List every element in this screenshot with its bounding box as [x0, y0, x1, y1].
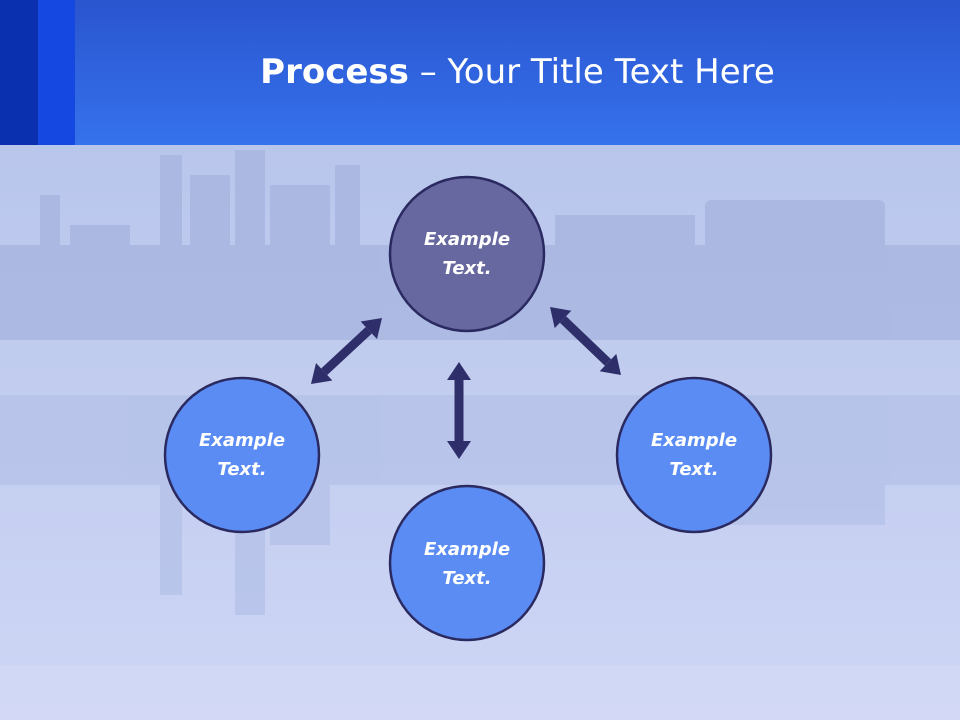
title-rest: Your Title Text Here — [447, 52, 775, 92]
slide-title[interactable]: Process – Your Title Text Here — [75, 52, 960, 92]
node-circle-right[interactable] — [615, 376, 773, 534]
node-left-line1: Example — [198, 430, 286, 451]
header-accent-dark — [0, 0, 38, 145]
node-right-line1: Example — [650, 430, 738, 451]
node-bottom-line1: Example — [423, 539, 511, 560]
node-right-line2: Text. — [669, 459, 719, 480]
arrow-top-left[interactable] — [311, 318, 382, 384]
node-label-bottom: Example Text. — [387, 535, 547, 593]
node-circle-left[interactable] — [163, 376, 321, 534]
node-top-line2: Text. — [442, 258, 492, 279]
arrow-top-bottom[interactable] — [447, 362, 471, 459]
node-bottom-line2: Text. — [442, 568, 492, 589]
header-bar: Process – Your Title Text Here — [0, 0, 960, 145]
node-left-line2: Text. — [217, 459, 267, 480]
node-circle-top[interactable] — [388, 175, 546, 333]
node-top-line1: Example — [423, 229, 511, 250]
header-accent-light — [38, 0, 75, 145]
arrow-top-right[interactable] — [550, 307, 621, 375]
title-separator: – — [408, 52, 448, 92]
title-bold: Process — [260, 52, 409, 92]
node-label-left: Example Text. — [162, 426, 322, 484]
node-label-right: Example Text. — [614, 426, 774, 484]
node-circle-bottom[interactable] — [388, 484, 546, 642]
node-label-top: Example Text. — [387, 225, 547, 283]
